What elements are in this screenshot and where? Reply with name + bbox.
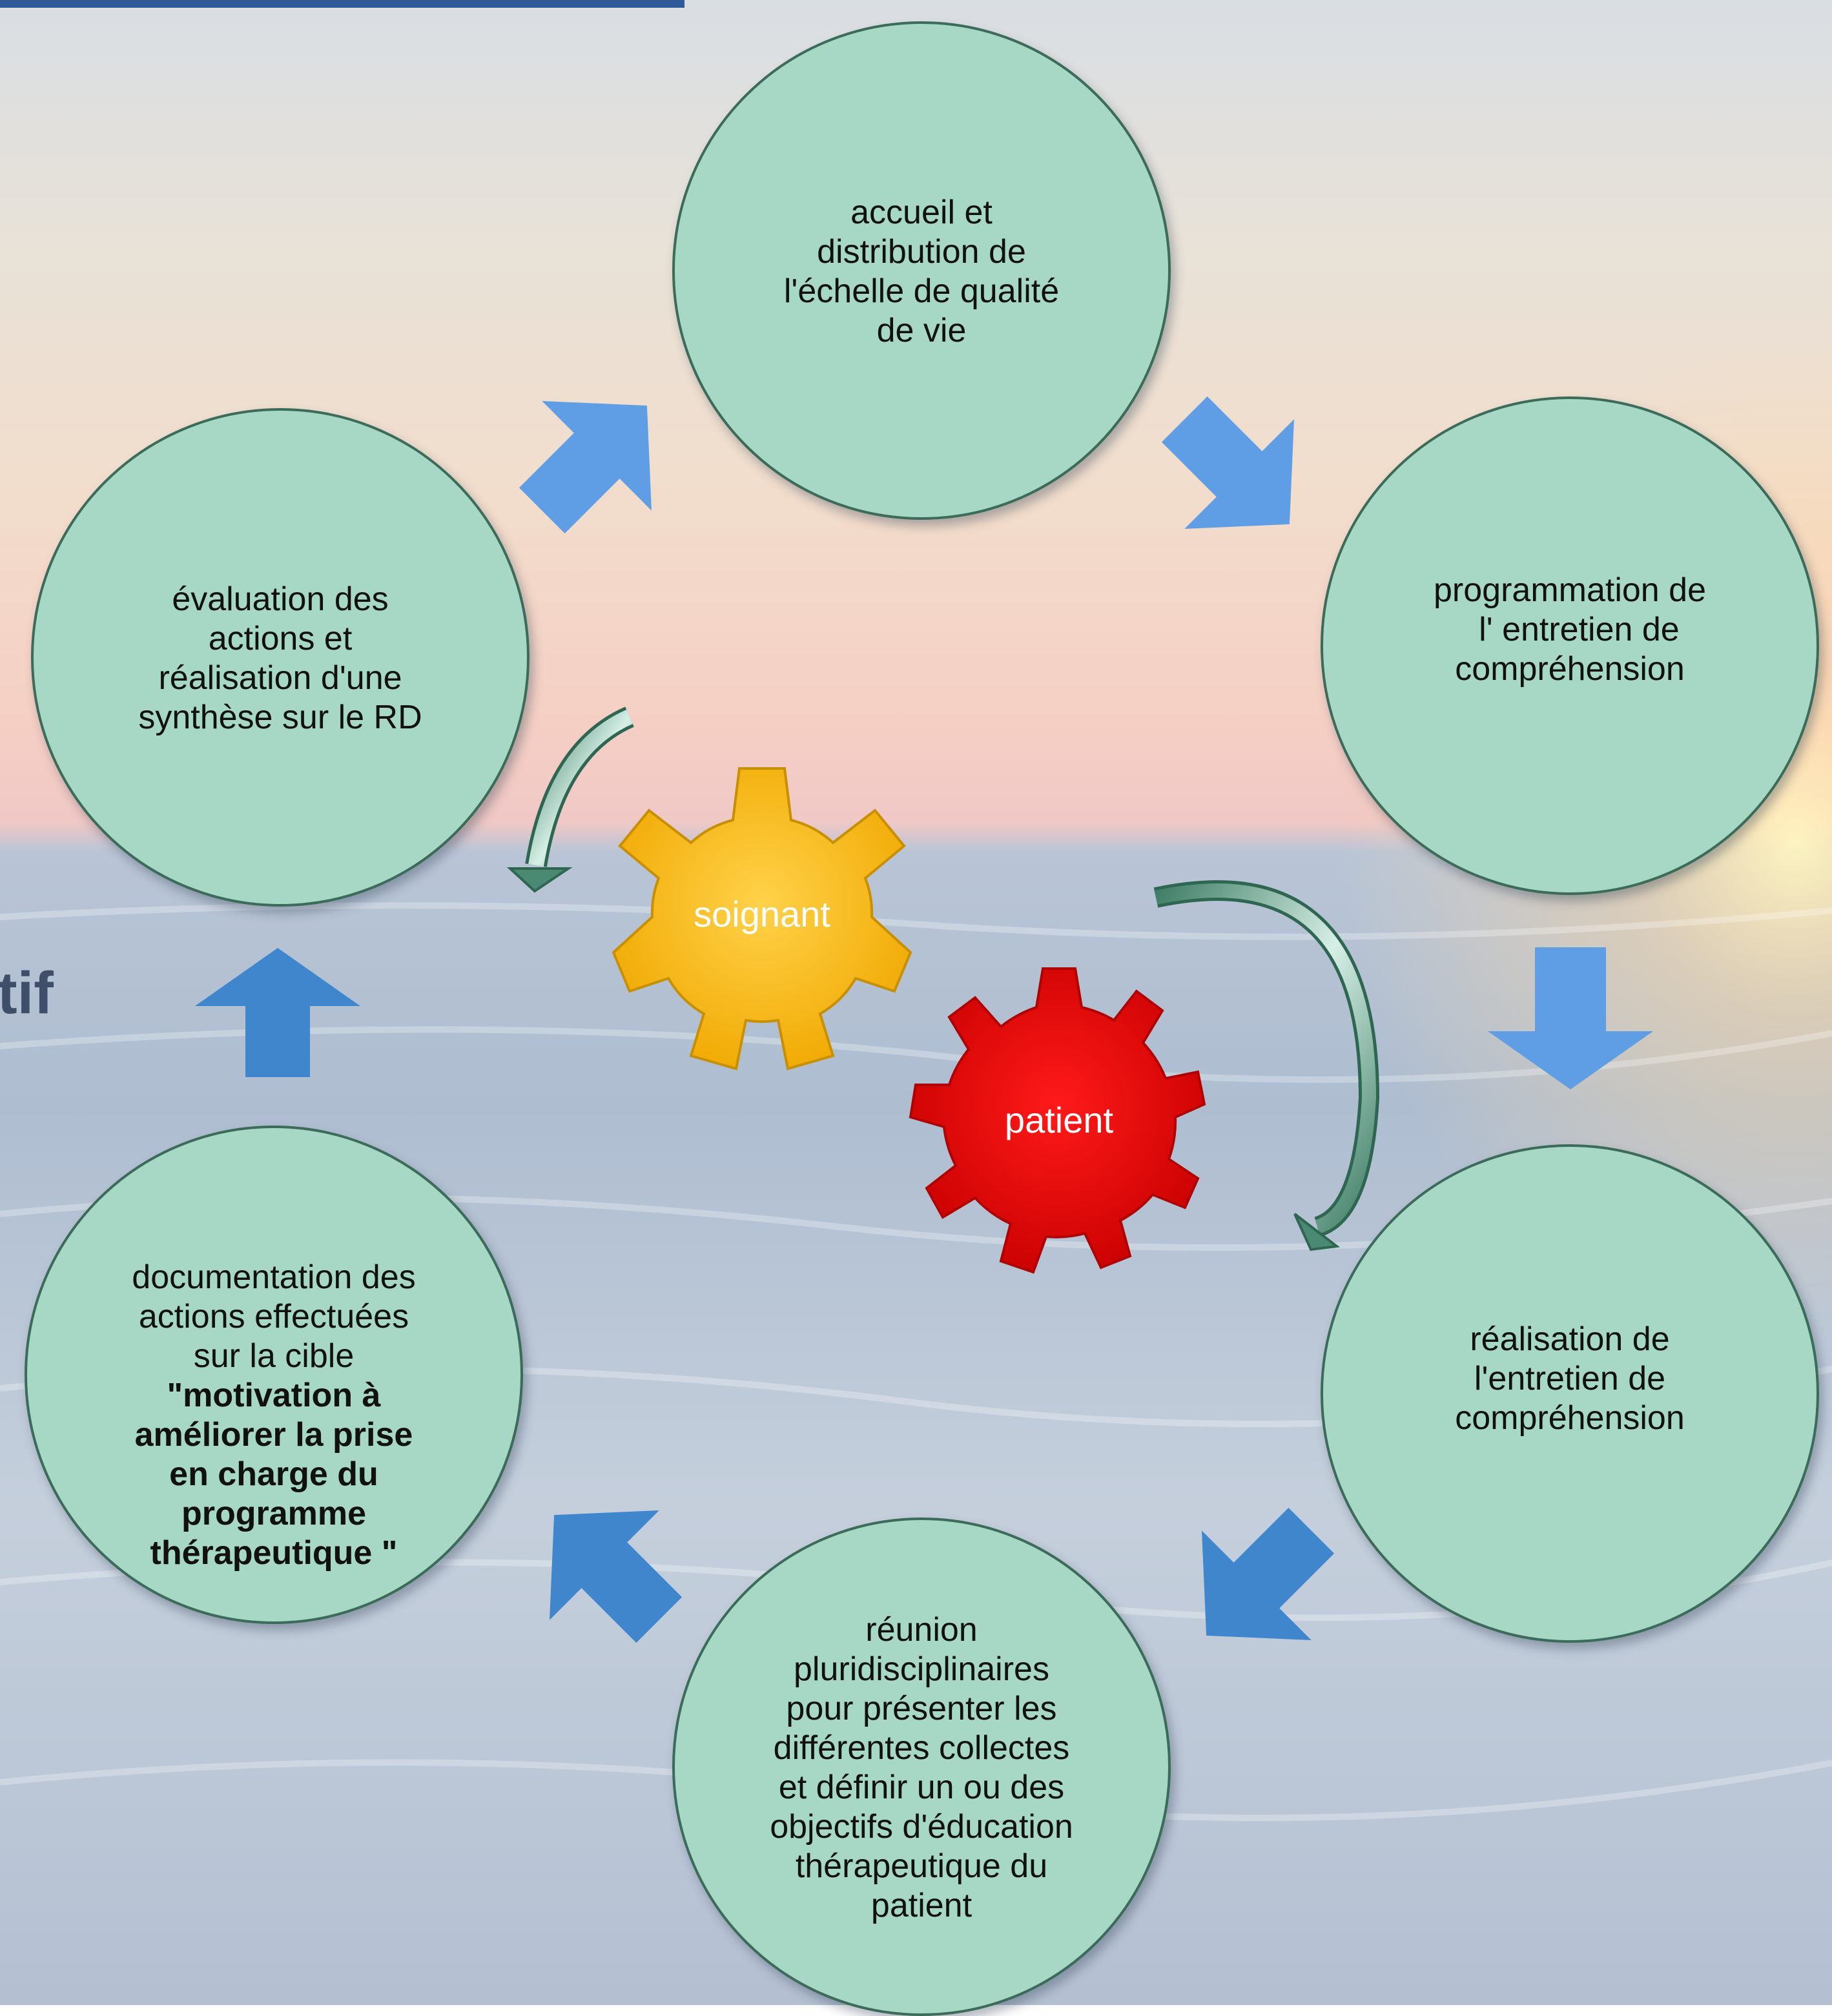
gear-patient-icon [909, 967, 1206, 1274]
node-realisation-text: réalisation de l'entretien de compréhens… [1455, 1320, 1685, 1437]
node-realisation: réalisation de l'entretien de compréhens… [1321, 1144, 1819, 1643]
arrow-realisation-to-reunion [1202, 1507, 1335, 1640]
node-accueil-text: accueil et distribution de l'échelle de … [783, 194, 1060, 349]
arrow-documentation-to-evaluation [195, 948, 360, 1077]
node-reunion-text: réunion pluridisciplinaires pour présent… [770, 1611, 1073, 1924]
arrow-accueil-to-programmation [1161, 396, 1294, 529]
node-programmation-text: programmation de l' entretien de compréh… [1434, 571, 1706, 688]
node-evaluation: évaluation des actions et réalisation d'… [31, 408, 530, 907]
arrow-programmation-to-realisation [1488, 947, 1653, 1089]
cropped-title-fragment [0, 0, 775, 8]
node-programmation: programmation de l' entretien de compréh… [1321, 396, 1819, 895]
node-documentation-text-normal: documentation des actions effectuées sur… [132, 1259, 416, 1375]
arrow-evaluation-to-accueil [519, 401, 652, 534]
arrow-reunion-to-documentation [550, 1510, 683, 1643]
gear-soignant-icon [612, 767, 912, 1071]
cropped-side-text: tif [0, 960, 54, 1026]
curved-arrow-left [506, 706, 635, 893]
node-evaluation-text: évaluation des actions et réalisation d'… [138, 581, 422, 736]
curved-arrow-right [1153, 880, 1380, 1251]
node-documentation-text: documentation des actions effectuées sur… [132, 1219, 415, 1612]
node-documentation: documentation des actions effectuées sur… [25, 1126, 523, 1624]
node-documentation-text-bold: "motivation à améliorer la prise en char… [134, 1377, 413, 1572]
node-reunion: réunion pluridisciplinaires pour présent… [672, 1517, 1171, 2016]
node-accueil: accueil et distribution de l'échelle de … [672, 21, 1171, 520]
gear-soignant-label: soignant [694, 894, 830, 934]
gear-patient-label: patient [1004, 1100, 1114, 1140]
